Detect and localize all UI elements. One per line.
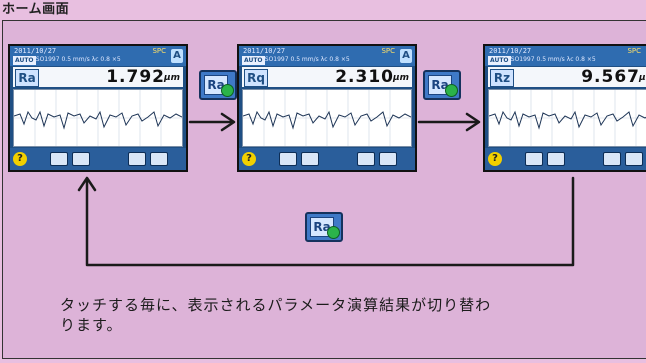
screen-function-bar: ? (485, 148, 646, 170)
ab-toggle-button[interactable]: A (171, 49, 183, 63)
rotate-icon (221, 84, 234, 97)
auto-mode-badge[interactable]: AUTO (242, 56, 265, 65)
spc-indicator: SPC (381, 47, 395, 55)
measurement-conditions: ISO1997 0.5 mm/s λc 0.8 ×5 (509, 56, 596, 63)
start-measure-button[interactable] (525, 152, 543, 166)
parameter-name: Rq (244, 69, 268, 87)
ra-toggle-button[interactable]: Ra (199, 70, 237, 100)
save-button[interactable] (357, 152, 375, 166)
loop-arrow-line (85, 176, 575, 267)
parameter-unit: μm (638, 73, 646, 83)
measurement-conditions: ISO1997 0.5 mm/s λc 0.8 ×5 (34, 56, 121, 63)
save-button[interactable] (128, 152, 146, 166)
help-button[interactable]: ? (242, 152, 256, 166)
device-screen-ra: 2011/10/27 SPC AUTO ISO1997 0.5 mm/s λc … (8, 44, 188, 172)
profile-waveform (14, 90, 182, 146)
roughness-profile-graph (488, 89, 646, 147)
parameter-readout[interactable]: Ra 1.792 μm (13, 67, 183, 87)
ab-toggle-button[interactable]: A (400, 49, 412, 63)
result-display-button[interactable] (547, 152, 565, 166)
save-button[interactable] (603, 152, 621, 166)
screen-function-bar: ? (239, 148, 415, 170)
graph-display-button[interactable] (625, 152, 643, 166)
page-title: ホーム画面 (2, 2, 70, 17)
screen-date: 2011/10/27 (489, 47, 532, 55)
screen-status-bar: 2011/10/27 SPC AUTO ISO1997 0.5 mm/s λc … (485, 46, 646, 66)
start-measure-button[interactable] (50, 152, 68, 166)
result-display-button[interactable] (301, 152, 319, 166)
rotate-icon (445, 84, 458, 97)
graph-display-button[interactable] (150, 152, 168, 166)
start-measure-button[interactable] (279, 152, 297, 166)
ra-toggle-button[interactable]: Ra (305, 212, 343, 242)
parameter-readout[interactable]: Rz 9.567 μm (488, 67, 646, 87)
auto-mode-badge[interactable]: AUTO (488, 56, 511, 65)
roughness-profile-graph (242, 89, 412, 147)
parameter-name: Ra (15, 69, 39, 87)
parameter-value: 1.792 (106, 67, 165, 87)
parameter-unit: μm (163, 73, 180, 83)
profile-waveform (243, 90, 411, 146)
ra-toggle-button[interactable]: Ra (423, 70, 461, 100)
graph-display-button[interactable] (379, 152, 397, 166)
rotate-icon (327, 226, 340, 239)
caption-line-2: ります。 (60, 316, 123, 334)
help-button[interactable]: ? (13, 152, 27, 166)
screen-function-bar: ? (10, 148, 186, 170)
screen-status-bar: 2011/10/27 SPC AUTO ISO1997 0.5 mm/s λc … (239, 46, 415, 66)
screen-status-bar: 2011/10/27 SPC AUTO ISO1997 0.5 mm/s λc … (10, 46, 186, 66)
caption-line-1: タッチする毎に、表示されるパラメータ演算結果が切り替わ (60, 296, 492, 314)
spc-indicator: SPC (152, 47, 166, 55)
screen-date: 2011/10/27 (243, 47, 286, 55)
parameter-value: 2.310 (335, 67, 394, 87)
measurement-conditions: ISO1997 0.5 mm/s λc 0.8 ×5 (263, 56, 350, 63)
caption-text: タッチする毎に、表示されるパラメータ演算結果が切り替わ ります。 (60, 295, 620, 335)
auto-mode-badge[interactable]: AUTO (13, 56, 36, 65)
parameter-unit: μm (392, 73, 409, 83)
roughness-profile-graph (13, 89, 183, 147)
spc-indicator: SPC (627, 47, 641, 55)
parameter-name: Rz (490, 69, 514, 87)
parameter-value: 9.567 (581, 67, 640, 87)
screen-date: 2011/10/27 (14, 47, 57, 55)
arrow-right-icon-head (465, 112, 481, 132)
result-display-button[interactable] (72, 152, 90, 166)
device-screen-rz: 2011/10/27 SPC AUTO ISO1997 0.5 mm/s λc … (483, 44, 646, 172)
arrow-right-icon-head (220, 112, 236, 132)
help-button[interactable]: ? (488, 152, 502, 166)
arrow-up-icon (77, 176, 97, 192)
profile-waveform (489, 90, 646, 146)
parameter-readout[interactable]: Rq 2.310 μm (242, 67, 412, 87)
device-screen-rq: 2011/10/27 SPC AUTO ISO1997 0.5 mm/s λc … (237, 44, 417, 172)
